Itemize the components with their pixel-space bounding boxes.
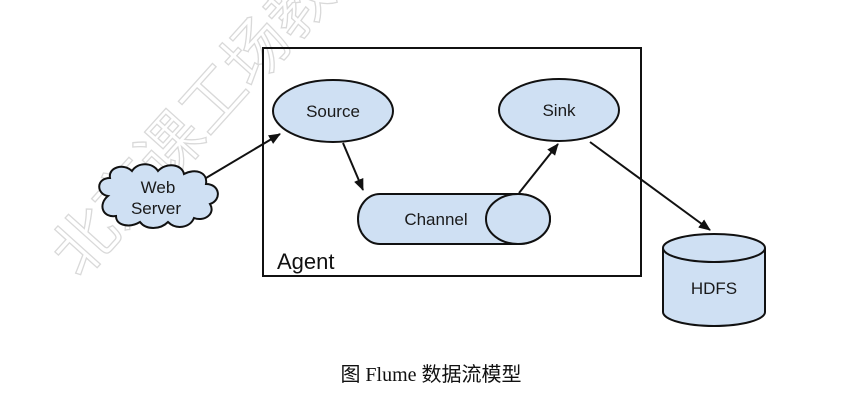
watermark: 北京课工场教育: [37, 0, 392, 291]
agent-label: Agent: [277, 249, 335, 274]
agent-box: [262, 47, 642, 277]
web-server-label-line1: Web: [141, 178, 176, 197]
arrow-source-to-channel: [342, 142, 364, 191]
source-node: Source: [272, 79, 394, 143]
cloud-shape: [98, 163, 219, 229]
arrow-channel-to-sink: [518, 143, 559, 194]
hdfs-node: HDFS: [662, 233, 766, 327]
arrow-sink-to-hdfs: [589, 141, 711, 231]
channel-label: Channel: [404, 210, 467, 229]
sink-label: Sink: [542, 101, 576, 120]
hdfs-label: HDFS: [691, 279, 737, 298]
sink-node: Sink: [498, 78, 620, 142]
web-server-label-line2: Server: [131, 199, 181, 218]
figure-caption: 图 Flume 数据流模型: [340, 364, 522, 386]
channel-node: Channel: [357, 193, 551, 245]
source-label: Source: [306, 102, 360, 121]
web-server-node: Web Server: [98, 163, 219, 229]
arrow-webserver-to-source: [205, 133, 281, 179]
